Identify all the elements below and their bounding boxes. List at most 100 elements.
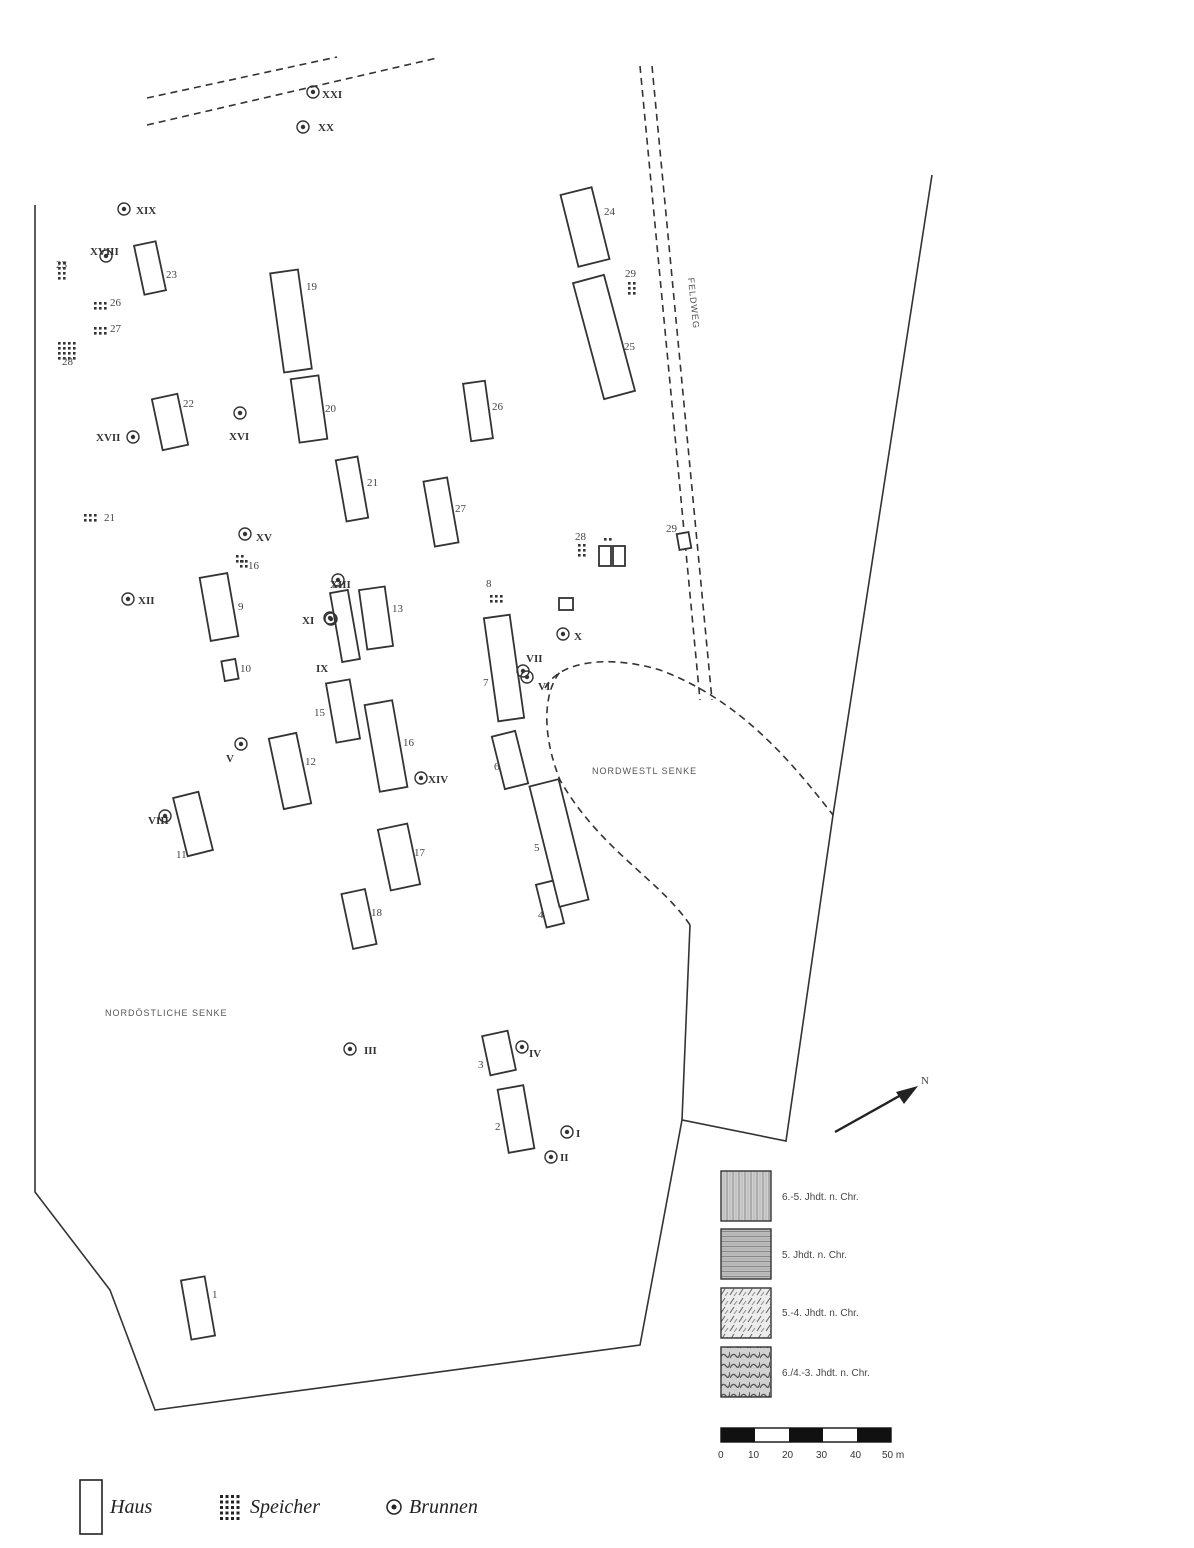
well-7[interactable] — [516, 664, 530, 678]
well-labels: I II III IV V VI VII VIII IX X XI XII XI… — [90, 89, 582, 1164]
storehouse-label-29: 29 — [625, 268, 637, 280]
storehouse-label-16: 16 — [248, 560, 260, 572]
north-label: N — [921, 1075, 929, 1087]
well-10[interactable] — [556, 627, 570, 641]
house-2[interactable] — [496, 1084, 536, 1154]
house-31[interactable] — [558, 597, 574, 611]
house-3[interactable] — [481, 1029, 517, 1077]
house-label-25: 25 — [624, 341, 636, 353]
house-10[interactable] — [220, 657, 240, 683]
house-label-17: 17 — [414, 847, 426, 859]
house-28[interactable] — [598, 545, 612, 567]
house-9[interactable] — [198, 572, 240, 642]
well-label-9: IX — [316, 663, 328, 675]
storehouse-label-8: 8 — [486, 578, 492, 590]
road-lines — [146, 56, 713, 701]
house-18[interactable] — [340, 888, 378, 950]
house-label-15: 15 — [314, 707, 326, 719]
house-17[interactable] — [376, 822, 422, 892]
well-label-14: XIV — [428, 774, 448, 786]
well-label-4: IV — [529, 1048, 541, 1060]
well-13[interactable] — [331, 573, 345, 587]
house-5[interactable] — [528, 778, 590, 908]
storehouse-7[interactable] — [58, 342, 76, 360]
well-label-20: XX — [318, 122, 334, 134]
house-20[interactable] — [289, 374, 329, 444]
legend-label-3: 5.-4. Jhdt. n. Chr. — [782, 1308, 859, 1319]
well-21[interactable] — [306, 85, 320, 99]
storehouse-9[interactable] — [578, 544, 586, 557]
storehouse-6[interactable] — [94, 327, 107, 335]
storehouse-4[interactable] — [58, 262, 66, 280]
legend-swatch-1 — [720, 1170, 772, 1222]
house-label-21: 21 — [367, 477, 378, 489]
well-label-3: III — [364, 1045, 377, 1057]
house-30[interactable] — [612, 545, 626, 567]
well-8[interactable] — [158, 809, 172, 823]
well-17[interactable] — [126, 430, 140, 444]
well-16[interactable] — [233, 406, 247, 420]
area-label-road: FELDWEG — [686, 277, 701, 329]
house-22[interactable] — [150, 392, 190, 452]
houses-layer — [132, 186, 693, 1341]
house-6[interactable] — [490, 729, 530, 791]
house-label-29: 29 — [666, 523, 678, 535]
well-5[interactable] — [234, 737, 248, 751]
house-label-11: 11 — [176, 849, 187, 861]
house-14[interactable] — [329, 588, 361, 664]
well-12[interactable] — [121, 592, 135, 606]
well-label-6: VI — [538, 681, 550, 693]
storehouse-8[interactable] — [628, 282, 636, 295]
legend-well-icon — [386, 1499, 402, 1515]
house-label-18: 18 — [371, 907, 383, 919]
house-24[interactable] — [559, 186, 611, 268]
house-label-26: 26 — [492, 401, 504, 413]
well-19[interactable] — [117, 202, 131, 216]
well-label-18: XVIII — [90, 246, 119, 258]
house-19[interactable] — [269, 268, 313, 374]
house-label-28: 28 — [575, 531, 587, 543]
house-26[interactable] — [462, 379, 494, 443]
storehouse-11[interactable] — [236, 555, 244, 563]
house-13[interactable] — [357, 585, 395, 651]
house-labels: 1 2 3 4 5 6 7 9 10 11 12 13 14 15 16 17 … — [166, 206, 678, 1301]
house-label-7: 7 — [483, 677, 489, 689]
house-11[interactable] — [172, 790, 214, 858]
house-label-10: 10 — [240, 663, 252, 675]
well-label-7: VII — [526, 653, 543, 665]
house-label-27: 27 — [455, 503, 467, 515]
well-2[interactable] — [544, 1150, 558, 1164]
storehouses-layer — [58, 262, 636, 603]
well-4[interactable] — [515, 1040, 529, 1054]
house-21[interactable] — [334, 455, 370, 523]
house-7[interactable] — [482, 613, 526, 723]
house-label-3: 3 — [478, 1059, 484, 1071]
well-label-13: XIII — [330, 579, 351, 591]
house-15[interactable] — [324, 678, 362, 744]
house-16[interactable] — [363, 699, 409, 793]
house-25[interactable] — [571, 273, 637, 401]
house-23[interactable] — [132, 240, 168, 296]
house-12[interactable] — [267, 731, 313, 811]
well-14[interactable] — [414, 771, 428, 785]
house-1[interactable] — [179, 1275, 217, 1341]
storehouse-1[interactable] — [490, 595, 503, 603]
legend-well-label: Brunnen — [409, 1496, 478, 1518]
storehouse-10[interactable] — [604, 538, 612, 541]
wells-layer — [99, 85, 574, 1164]
house-label-22: 22 — [183, 398, 194, 410]
well-15[interactable] — [238, 527, 252, 541]
well-11[interactable] — [323, 611, 337, 625]
well-label-19: XIX — [136, 205, 156, 217]
well-1[interactable] — [560, 1125, 574, 1139]
legend-storehouse-label: Speicher — [250, 1496, 320, 1518]
well-18[interactable] — [99, 249, 113, 263]
storehouse-5[interactable] — [94, 302, 107, 310]
well-3[interactable] — [343, 1042, 357, 1056]
well-label-15: XV — [256, 532, 272, 544]
house-27[interactable] — [422, 476, 460, 548]
house-29[interactable] — [675, 531, 693, 551]
well-20[interactable] — [296, 120, 310, 134]
storehouse-3[interactable] — [84, 514, 97, 522]
